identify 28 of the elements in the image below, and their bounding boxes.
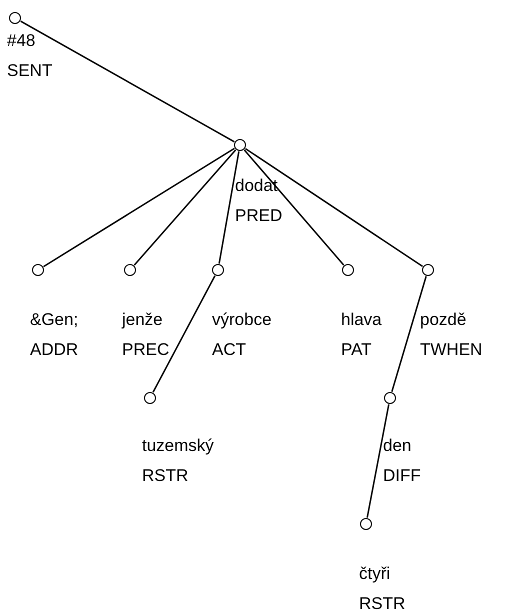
- tree-edge: [134, 149, 236, 266]
- functor-label: RSTR: [359, 592, 406, 611]
- node-word: den: [383, 434, 412, 456]
- node-word: jenže: [122, 308, 163, 330]
- node-word: výrobce: [212, 308, 272, 330]
- node-word: tuzemský: [142, 434, 214, 456]
- node-word: hlava: [341, 308, 382, 330]
- functor-label: PRED: [235, 204, 282, 226]
- functor-label: SENT: [7, 60, 52, 82]
- tree-edge: [20, 20, 235, 142]
- functor-label: ADDR: [30, 338, 78, 360]
- node-word: &Gen;: [30, 308, 78, 330]
- tree-edge: [366, 404, 390, 518]
- tree-edge: [391, 276, 427, 392]
- functor-label: PREC: [122, 338, 170, 360]
- functor-label: PAT: [341, 338, 372, 360]
- functor-label: TWHEN: [420, 338, 482, 360]
- functor-label: ACT: [212, 338, 246, 360]
- functor-label: RSTR: [142, 464, 188, 486]
- node-word: čtyři: [359, 562, 390, 584]
- tree-edge: [43, 148, 235, 268]
- functor-label: DIFF: [383, 464, 421, 486]
- tree-edge: [244, 149, 344, 266]
- node-word: #48: [7, 30, 36, 52]
- tree-edge: [152, 275, 216, 393]
- tree-edge: [245, 148, 423, 268]
- node-word: pozdě: [420, 308, 466, 330]
- tree-edge: [218, 151, 240, 264]
